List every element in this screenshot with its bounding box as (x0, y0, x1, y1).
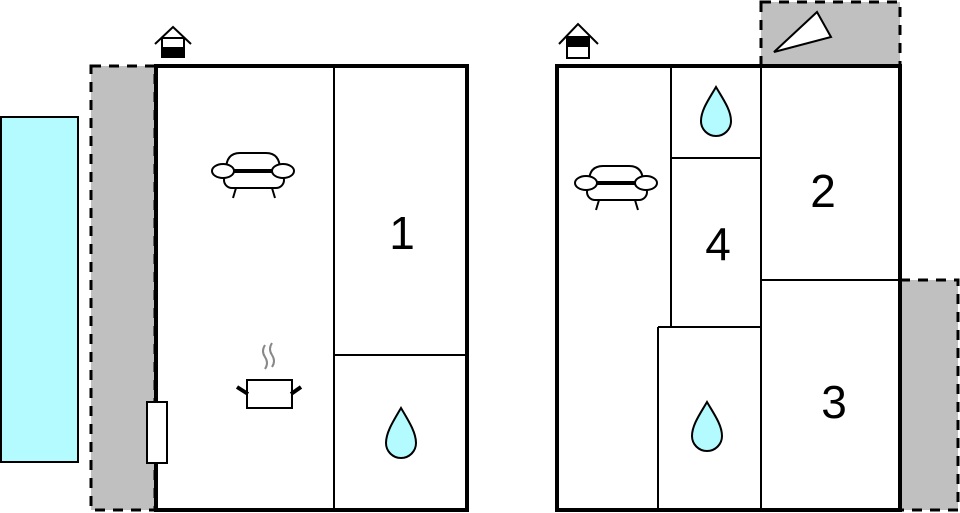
ground-floor-outline (154, 64, 469, 512)
terrace-left (89, 64, 157, 512)
balcony-top (759, 0, 902, 68)
sofa-icon (211, 152, 295, 199)
compass-arrow-icon (773, 10, 833, 53)
water-drop-icon (690, 400, 724, 452)
room-label-2: 2 (810, 165, 836, 217)
pool (0, 116, 79, 463)
water-drop-icon (384, 406, 418, 459)
room-label-3: 3 (821, 376, 847, 428)
house-entrance-ground-icon (154, 25, 192, 58)
room-label-1: 1 (389, 207, 415, 259)
sofa-icon (574, 165, 658, 211)
upper-floor-outline (555, 64, 902, 512)
door (146, 401, 168, 464)
water-drop-icon (699, 85, 733, 137)
room-label-4: 4 (705, 218, 731, 270)
house-entrance-upper-icon (558, 22, 599, 59)
cooking-pot-icon (235, 342, 303, 409)
balcony-right (898, 278, 960, 512)
